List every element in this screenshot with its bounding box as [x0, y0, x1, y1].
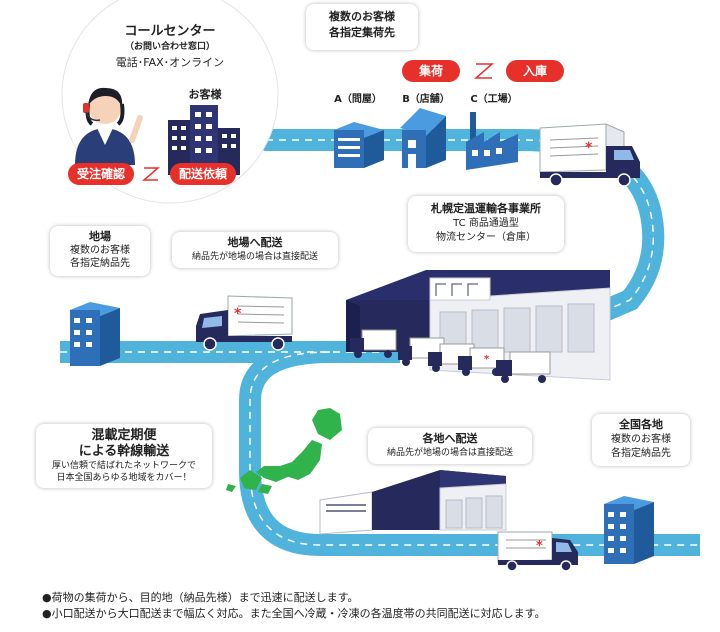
footnote-2: ●小口配送から大口配送まで幅広く対応。また全国へ冷蔵・冷凍の各温度帯の共同配送に…: [42, 607, 546, 620]
operator-illustration: [75, 87, 143, 165]
regional-warehouse: [319, 470, 507, 535]
nationwide-line3: 各指定納品先: [611, 448, 671, 459]
call-center-title: コールセンター: [124, 24, 216, 39]
footnotes: ●荷物の集荷から、目的地（納品先様）まで迅速に配送します。 ●小口配送から大口配…: [42, 590, 546, 622]
svg-text:*: *: [484, 354, 490, 365]
customer-label: お客様: [188, 88, 222, 101]
regional-delivery-title: 各地へ配送: [422, 432, 478, 445]
local-line2: 複数のお客様: [70, 245, 130, 256]
order-confirm-badge: 受注確認: [68, 163, 134, 185]
collect-badge: 集荷: [402, 60, 460, 82]
local-title: 地場: [89, 230, 111, 243]
zigzag-arrow-icon-pickup: [474, 63, 494, 79]
regional-delivery-sub: 納品先が地場の場合は直接配送: [386, 448, 513, 458]
trunk-bubble: [36, 424, 212, 488]
center-bubble: [408, 196, 564, 252]
warehouse-trucks: *: [350, 329, 551, 383]
regional-delivery-bubble: [368, 428, 532, 464]
nationwide-building-icon: [604, 496, 654, 564]
site-c-label: C（工場）: [470, 94, 518, 105]
store-building-icon: [400, 108, 446, 168]
pickup-title-line2: 各指定集荷先: [329, 26, 395, 39]
footnote-1: ●荷物の集荷から、目的地（納品先様）まで迅速に配送します。: [42, 591, 359, 604]
call-center-channels: 電話･FAX･オンライン: [115, 56, 225, 69]
site-a-label: A（問屋）: [334, 94, 382, 105]
center-line2: TC 商品通過型: [453, 218, 519, 229]
local-delivery-building-icon: [70, 302, 120, 366]
truck-pickup-icon: *: [539, 123, 640, 187]
wholesaler-building-icon: [334, 122, 384, 168]
svg-text:*: *: [234, 306, 242, 322]
pickup-title-line1: 複数のお客様: [329, 10, 395, 23]
truck-regional-icon: *: [497, 531, 578, 572]
delivery-request-badge: 配送依頼: [170, 163, 236, 185]
center-line3: 物流センター（倉庫）: [436, 232, 536, 243]
trunk-line3: 厚い信頼で結ばれたネットワークで: [51, 461, 196, 471]
center-title: 札幌定温運輸各事業所: [431, 202, 541, 215]
nationwide-title: 全国各地: [619, 418, 663, 431]
nationwide-bubble: [592, 414, 690, 466]
inbound-badge: 入庫: [506, 60, 564, 82]
local-delivery-bubble: [172, 232, 338, 268]
local-delivery-title: 地場へ配送: [227, 236, 283, 249]
trunk-title-line1: 混載定期便: [91, 428, 157, 443]
japan-map-icon: [226, 408, 342, 494]
call-center-subtitle: （お問い合わせ窓口）: [124, 42, 215, 52]
site-b-label: B（店舗）: [402, 94, 450, 105]
truck-local-icon: *: [196, 295, 293, 351]
zigzag-arrow-icon: [141, 167, 161, 181]
factory-building-icon: [466, 112, 518, 170]
local-line3: 各指定納品先: [70, 258, 130, 269]
trunk-line4: 日本全国あらゆる地域をカバー！: [56, 473, 192, 483]
local-bubble: [50, 226, 150, 276]
local-delivery-sub: 納品先が地場の場合は直接配送: [191, 252, 318, 262]
nationwide-line2: 複数のお客様: [611, 434, 671, 445]
pickup-bubble: [306, 4, 418, 50]
trunk-title-line2: による幹線輸送: [78, 444, 170, 459]
road-upper-dashes: [266, 139, 654, 331]
svg-text:*: *: [585, 140, 593, 156]
svg-text:*: *: [536, 539, 543, 554]
